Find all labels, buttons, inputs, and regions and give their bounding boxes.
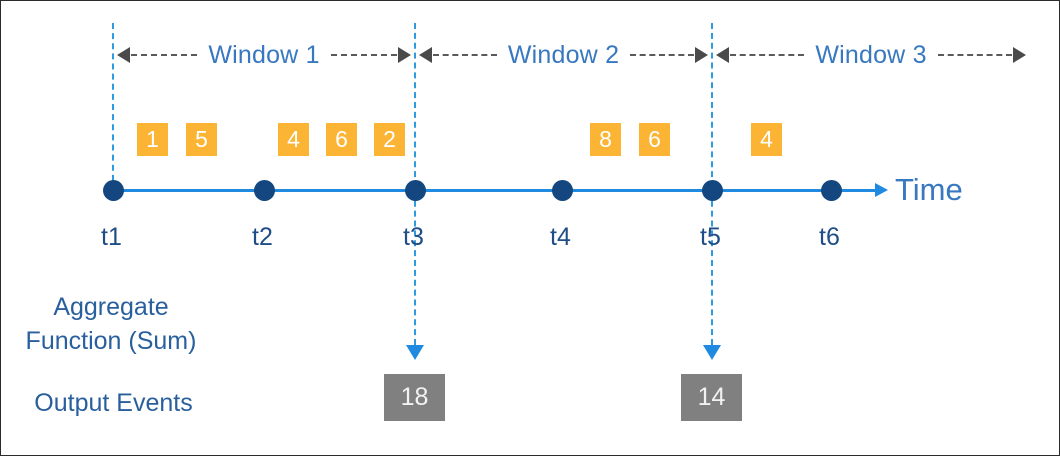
window-band-3: Window 3 <box>716 40 1026 69</box>
window-2-label: Window 2 <box>507 40 620 69</box>
window-dash-right <box>937 54 1012 56</box>
window-band-2: Window 2 <box>419 40 708 69</box>
arrow-right-icon <box>1013 47 1026 63</box>
event-box: 6 <box>639 123 670 156</box>
event-box: 8 <box>590 123 621 156</box>
boundary-line-t1 <box>112 23 114 191</box>
time-axis-label: Time <box>895 172 963 207</box>
window-1-label: Window 1 <box>208 40 320 69</box>
window-dash-left <box>433 54 497 56</box>
output-event-box: 18 <box>384 374 445 421</box>
arrow-left-icon <box>419 47 432 63</box>
time-axis-line <box>105 189 880 192</box>
window-dash-left <box>131 54 198 56</box>
window-dash-right <box>330 54 397 56</box>
drop-arrow-t3-icon <box>406 345 424 360</box>
timeline-dot-t2 <box>254 180 275 201</box>
output-events-label: Output Events <box>34 389 193 417</box>
arrow-right-icon <box>398 47 411 63</box>
event-box: 5 <box>186 123 217 156</box>
tick-label-t2: t2 <box>252 223 273 251</box>
tick-label-t6: t6 <box>819 223 840 251</box>
event-box: 4 <box>278 123 309 156</box>
window-3-label: Window 3 <box>815 40 927 69</box>
window-dash-right <box>630 54 694 56</box>
window-dash-left <box>730 54 805 56</box>
tick-label-t5: t5 <box>700 223 721 251</box>
tick-label-t4: t4 <box>550 223 571 251</box>
tick-label-t1: t1 <box>101 223 122 251</box>
output-event-box: 14 <box>681 374 742 421</box>
timeline-dot-t4 <box>552 180 573 201</box>
arrow-left-icon <box>117 47 130 63</box>
timeline-dot-t3 <box>405 180 426 201</box>
event-box: 4 <box>751 123 782 156</box>
event-box: 1 <box>137 123 168 156</box>
window-band-1: Window 1 <box>117 40 411 69</box>
timeline-dot-t6 <box>821 180 842 201</box>
arrow-right-icon <box>695 47 708 63</box>
event-box: 2 <box>374 123 405 156</box>
timeline-dot-t5 <box>702 180 723 201</box>
tick-label-t3: t3 <box>403 223 424 251</box>
time-axis-arrow-icon <box>875 183 888 197</box>
aggregate-function-label: Aggregate Function (Sum) <box>25 293 197 355</box>
drop-arrow-t5-icon <box>703 345 721 360</box>
event-box: 6 <box>326 123 357 156</box>
timeline-dot-t1 <box>103 180 124 201</box>
arrow-left-icon <box>716 47 729 63</box>
